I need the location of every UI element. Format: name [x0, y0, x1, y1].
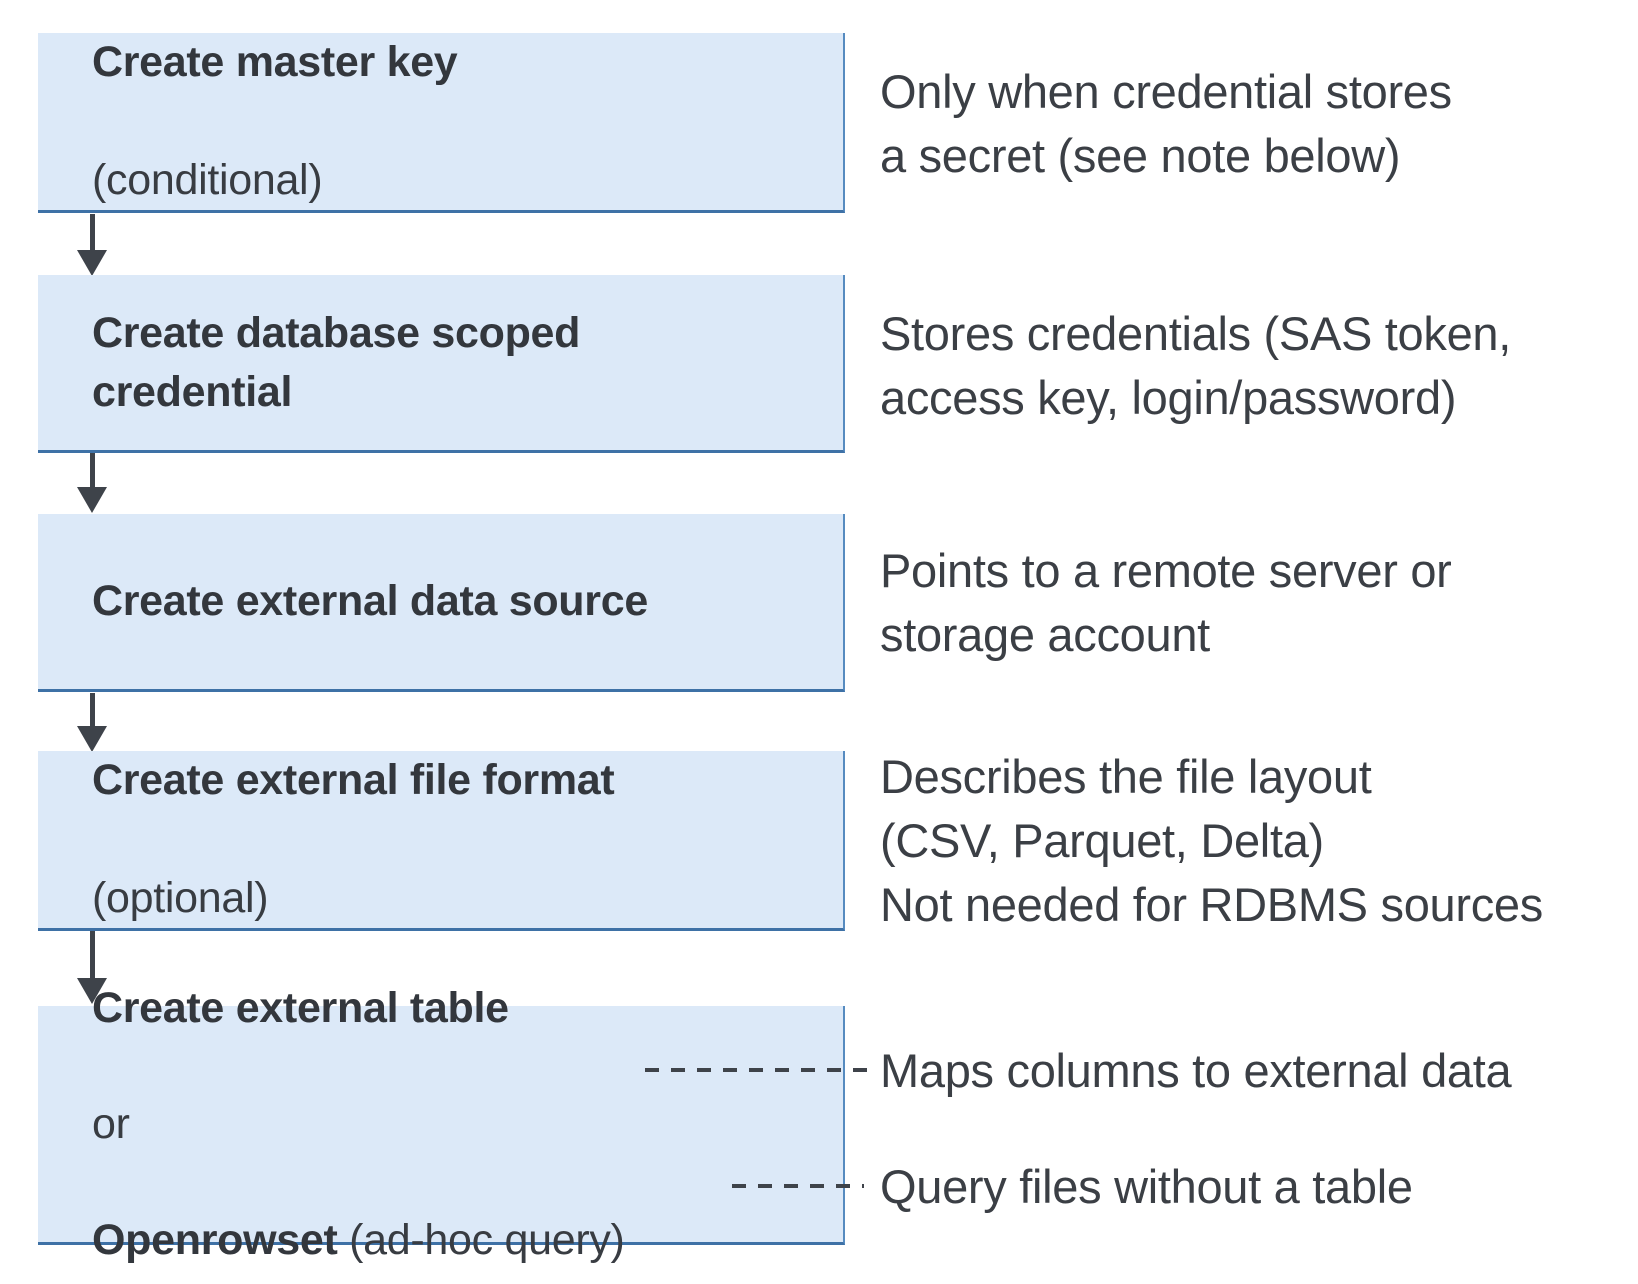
down-arrow-icon [77, 693, 107, 752]
dashed-connector-external-table [645, 1068, 867, 1072]
step-title: Create external table [92, 984, 509, 1032]
down-arrow-icon [77, 214, 107, 276]
arrow-stem [90, 453, 95, 491]
step-line-external-table: Create external table [92, 979, 625, 1037]
note-external-table: Maps columns to external data [880, 1044, 1512, 1097]
flow-box-text: Create master key (conditional) [92, 0, 458, 269]
step-alt-title: Openrowset [92, 1216, 338, 1264]
step-title: Create external file format [92, 756, 615, 804]
note-file-format: Describes the file layout (CSV, Parquet,… [880, 750, 1543, 931]
step-title: Create master key [92, 38, 458, 86]
dashed-connector-openrowset [732, 1184, 864, 1188]
flow-box-text: Create database scoped credential [92, 245, 580, 481]
step-title: Create database scoped credential [92, 308, 581, 416]
down-arrow-icon [77, 453, 107, 513]
step-separator: or [92, 1100, 130, 1148]
arrow-head [77, 487, 107, 513]
step-title: Create external data source [92, 577, 648, 625]
down-arrow-icon [77, 931, 107, 1004]
step-subtitle: (conditional) [92, 156, 323, 204]
arrow-head [77, 726, 107, 752]
flow-box-create-master-key: Create master key (conditional) [38, 33, 845, 213]
flow-box-database-scoped-credential: Create database scoped credential [38, 275, 845, 453]
arrow-stem [90, 693, 95, 730]
arrow-head [77, 250, 107, 276]
note-data-source: Points to a remote server or storage acc… [880, 544, 1452, 661]
step-line-openrowset: Openrowset (ad-hoc query) [92, 1211, 625, 1269]
flow-box-text: Create external file format (optional) [92, 692, 615, 987]
step-alt-suffix: (ad-hoc query) [337, 1216, 625, 1264]
arrow-stem [90, 931, 95, 982]
step-subtitle: (optional) [92, 874, 269, 922]
note-master-key: Only when credential stores a secret (se… [880, 65, 1452, 182]
flow-box-external-table-or-openrowset: Create external table or Openrowset (ad-… [38, 984, 845, 1264]
arrow-head [77, 978, 107, 1004]
flow-box-external-data-source: Create external data source [38, 514, 845, 692]
note-openrowset: Query files without a table [880, 1160, 1413, 1213]
flow-box-text: Create external table or Openrowset (ad-… [92, 921, 625, 1284]
arrow-stem [90, 214, 95, 254]
flow-box-text: Create external data source [92, 513, 648, 690]
flow-box-external-file-format: Create external file format (optional) [38, 751, 845, 931]
note-credential: Stores credentials (SAS token, access ke… [880, 307, 1512, 424]
